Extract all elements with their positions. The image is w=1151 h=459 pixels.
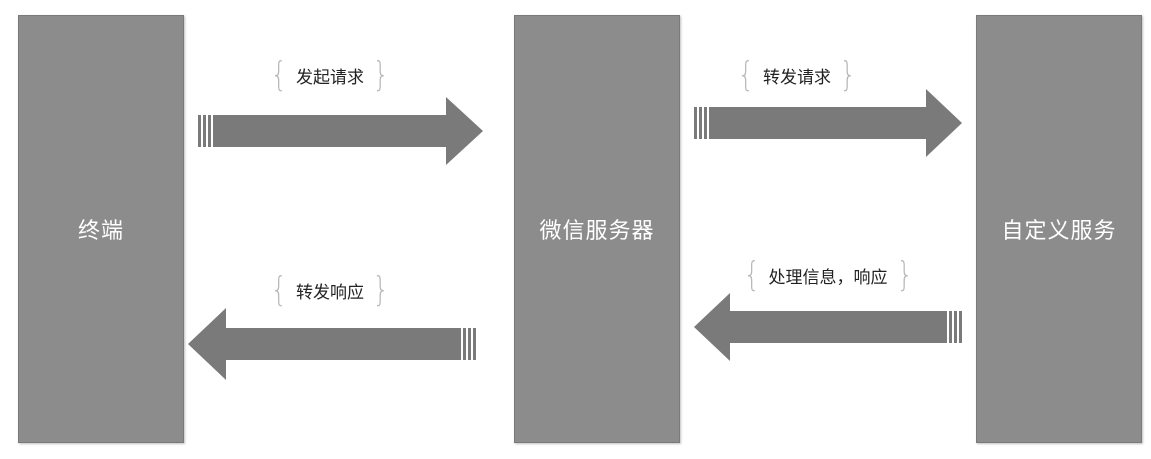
node-wechat-server-label: 微信服务器 (539, 219, 655, 244)
left-brace-icon: { (271, 270, 288, 310)
node-custom-service: 自定义服务 (976, 15, 1142, 443)
left-brace-icon: { (743, 255, 760, 295)
flow-label-forward-request: { 转发请求 } (722, 55, 872, 95)
node-terminal-label: 终端 (77, 219, 124, 244)
flow-text-send-request: 发起请求 (296, 67, 364, 88)
flow-text-forward-response: 转发响应 (296, 282, 364, 303)
node-terminal: 终端 (18, 15, 184, 443)
arrow-left-custom-to-wechat (694, 293, 962, 361)
arrow-right-terminal-to-wechat (198, 97, 483, 165)
right-brace-icon: } (896, 255, 913, 295)
arrow-right-wechat-to-custom (694, 89, 962, 157)
left-brace-icon: { (271, 55, 288, 95)
right-brace-icon: } (372, 270, 389, 310)
right-brace-icon: } (839, 55, 856, 95)
flow-label-forward-response: { 转发响应 } (255, 270, 405, 310)
left-brace-icon: { (738, 55, 755, 95)
arrow-left-wechat-to-terminal (188, 308, 476, 380)
right-brace-icon: } (372, 55, 389, 95)
node-wechat-server: 微信服务器 (514, 15, 680, 443)
flow-label-process-respond: { 处理信息，响应 } (718, 255, 938, 295)
flow-text-process-respond: 处理信息，响应 (768, 267, 888, 288)
flow-label-send-request: { 发起请求 } (255, 55, 405, 95)
node-custom-service-label: 自定义服务 (1001, 219, 1117, 244)
flow-text-forward-request: 转发请求 (763, 67, 831, 88)
